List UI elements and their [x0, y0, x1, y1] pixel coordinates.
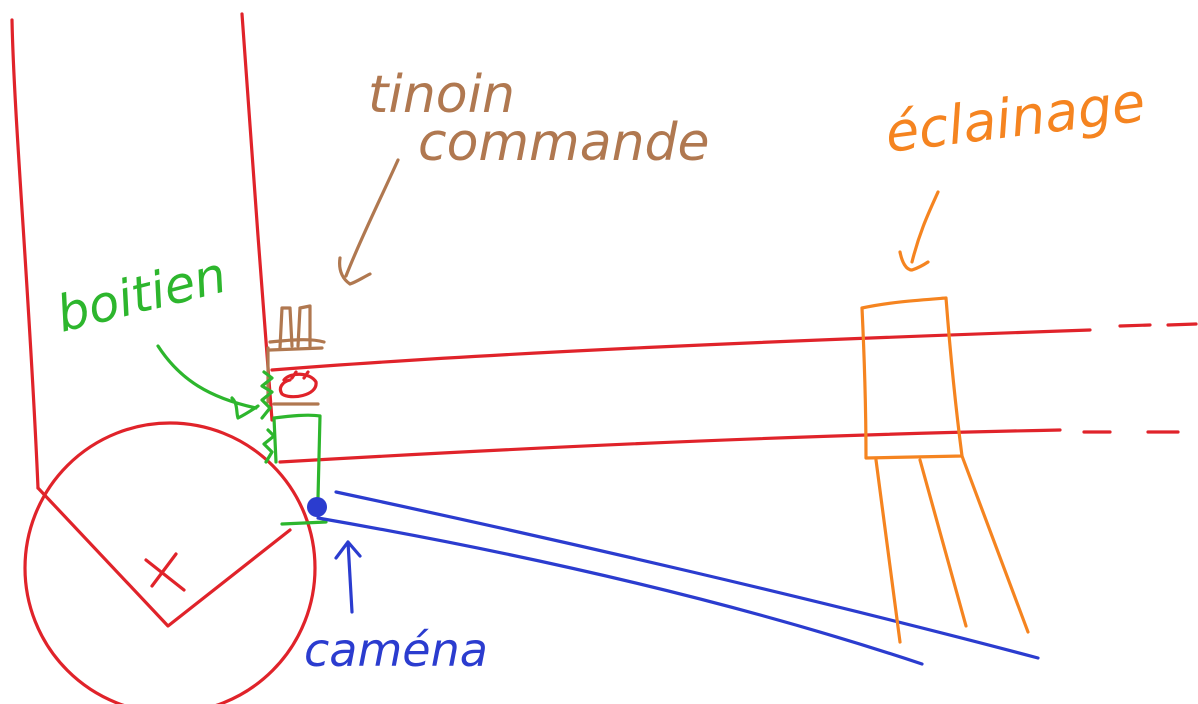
- wheel-cross-1: [144, 558, 186, 592]
- upright-v-bottom: [36, 486, 292, 628]
- wheel-cross-2: [150, 552, 178, 588]
- lighting-label: éclainage: [882, 71, 1149, 165]
- beam-top-dash-2: [1166, 322, 1198, 327]
- lighting-leg-left: [874, 458, 902, 644]
- command-light-label-2: commande: [418, 113, 710, 173]
- housing-zigzag: [260, 370, 276, 464]
- housing-label: boitien: [51, 246, 232, 344]
- lighting-arrow: [898, 190, 940, 272]
- camera-dot: [307, 497, 327, 517]
- wheel-circle: [23, 421, 317, 704]
- lighting-frame: [860, 296, 964, 460]
- camera-view-line-lower: [316, 516, 924, 666]
- housing-drawing: [156, 344, 328, 526]
- command-light-label-1: tinoin: [368, 65, 515, 125]
- command-light-arrow: [338, 158, 400, 286]
- command-light-drawing: [266, 158, 400, 406]
- command-light-base: [266, 338, 326, 406]
- camera-drawing: [316, 490, 1040, 666]
- beam-bottom-line: [278, 428, 1062, 464]
- lighting-drawing: [860, 190, 1030, 644]
- housing-arrow: [156, 344, 260, 420]
- housing-base-line: [280, 520, 328, 526]
- red-light-component: [278, 370, 318, 399]
- structure-drawing: [10, 12, 1198, 704]
- beam-top-dash-1: [1118, 323, 1152, 328]
- camera-label: caména: [304, 623, 488, 677]
- lighting-leg-middle: [918, 458, 968, 628]
- lighting-leg-right: [960, 454, 1030, 634]
- camera-view-line-upper: [334, 490, 1040, 660]
- upright-left-edge: [10, 18, 40, 490]
- housing-box: [272, 413, 322, 500]
- beam-top-line: [270, 328, 1092, 372]
- camera-arrow: [334, 540, 362, 614]
